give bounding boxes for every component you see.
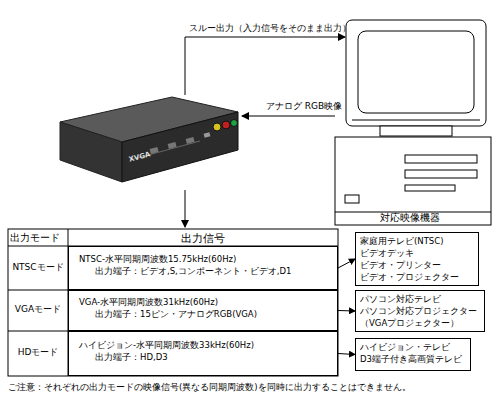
node-text: （VGAプロジェクター） (360, 317, 480, 329)
rgb-arrow (242, 116, 335, 117)
connector-arrow (338, 259, 355, 268)
node-text: 出力端子：ビデオ,S,コンポーネント・ビデオ,D1 (69, 265, 337, 277)
connector-arrow (338, 354, 355, 355)
text-label: スルー出力（入力信号をそのまま出力） (189, 23, 359, 34)
node-text: ビデオ・プリンター (360, 259, 474, 271)
device-box: 家庭用テレビ(NTSC)ビデオデッキビデオ・プリンタービデオ・プロジェクター (355, 232, 479, 286)
node-text: ハイビジョン-水平同期周波数33kHz(60Hz) (69, 339, 337, 351)
node-text: 出力端子：HD,D3 (69, 351, 337, 363)
table-frame (8, 229, 338, 376)
signal-cell: NTSC-水平同期周波数15.75kHz(60Hz)出力端子：ビデオ,S,コンポ… (68, 246, 338, 290)
signal-cell: VGA-水平同期周波数31kHz(60Hz)出力端子：15ピン・アナログRGB(… (68, 290, 338, 331)
node-text: パソコン対応テレビ (360, 293, 480, 305)
node-text: 出力端子：15ピン・アナログRGB(VGA) (69, 308, 337, 320)
output-arrow (185, 190, 186, 227)
node-text: D3端子付き高画質テレビ (360, 353, 466, 365)
device-box: パソコン対応テレビパソコン対応プロジェクター（VGAプロジェクター） (355, 290, 485, 332)
node-text: ビデオデッキ (360, 247, 474, 259)
node-text: ハイビジョン・テレビ (360, 341, 466, 353)
text-label: アナログ RGB映像 (266, 101, 346, 112)
device-box: ハイビジョン・テレビD3端子付き高画質テレビ (355, 338, 471, 371)
text-label: VGAモード (8, 304, 68, 315)
node-text: VGA-水平同期周波数31kHz(60Hz) (69, 296, 337, 308)
text-label: ご注意：それぞれの出力モードの映像信号(異なる同期周波数)を同時に出力することは… (8, 382, 497, 392)
text-label: HDモード (8, 347, 68, 358)
node-text: NTSC-水平同期周波数15.75kHz(60Hz) (69, 253, 337, 265)
signal-cell: ハイビジョン-水平同期周波数33kHz(60Hz)出力端子：HD,D3 (68, 331, 338, 376)
connector-arrow (338, 310, 355, 312)
text-label: 出力信号 (70, 232, 336, 245)
converter-device (60, 97, 238, 182)
computer (335, 20, 491, 225)
node-text: パソコン対応プロジェクター (360, 305, 480, 317)
text-label: NTSCモード (8, 262, 68, 273)
text-label: 対応映像機器 (380, 212, 460, 224)
text-label: 出力モード (10, 232, 68, 244)
through-arrow (185, 37, 345, 95)
node-text: 家庭用テレビ(NTSC) (360, 235, 474, 247)
node-text: ビデオ・プロジェクター (360, 271, 474, 283)
